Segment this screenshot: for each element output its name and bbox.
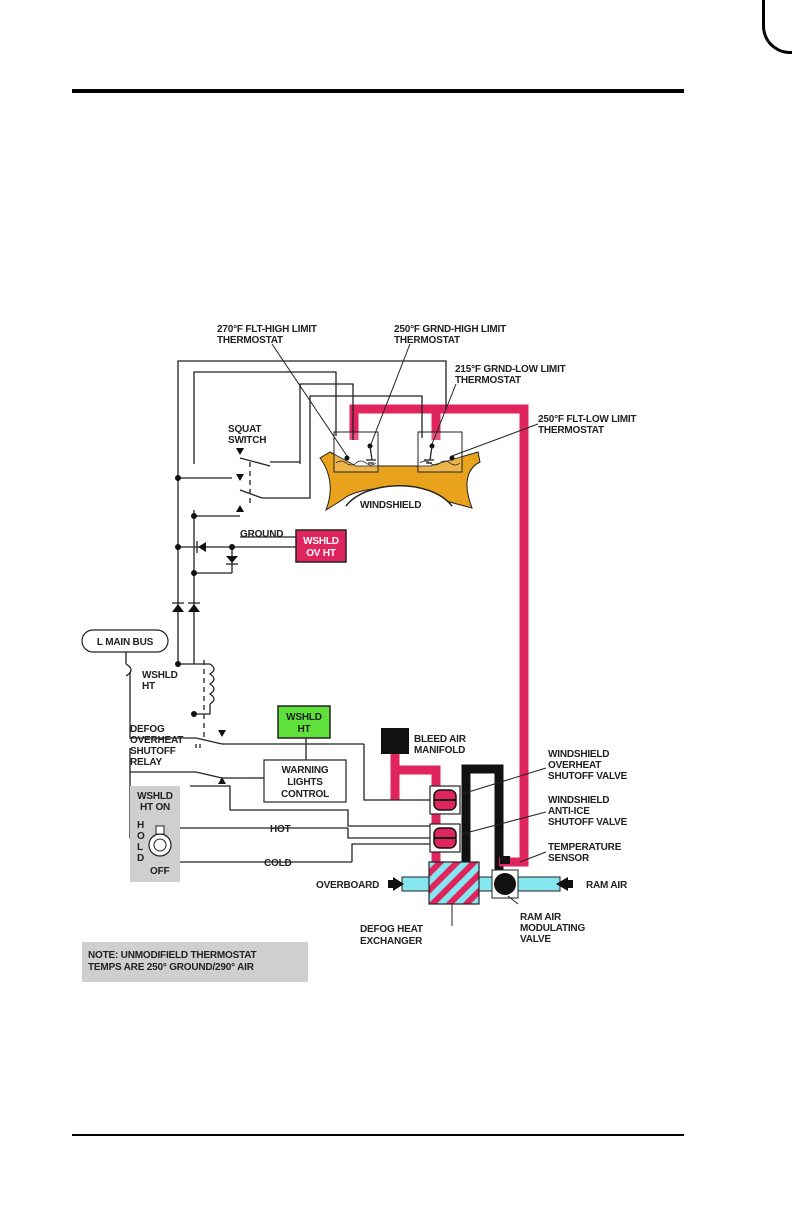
hot-air-duct <box>349 404 529 867</box>
overheat-shutoff-valve <box>429 785 461 815</box>
footer-rule <box>72 1134 684 1136</box>
windshield-label: WINDSHIELD <box>360 500 421 511</box>
bleed-riser-duct <box>390 742 441 864</box>
ram-air-label: RAM AIR <box>586 880 628 891</box>
overboard-label: OVERBOARD <box>316 880 379 891</box>
ram-air-arrow <box>556 877 568 891</box>
cold-label: COLD <box>264 858 292 869</box>
hot-label: HOT <box>270 824 291 835</box>
leader-lines <box>271 343 547 926</box>
bleed-duct <box>461 764 504 878</box>
bleed-air-manifold <box>381 728 409 754</box>
windshield-assembly <box>319 431 481 512</box>
ground-label: GROUND <box>240 529 283 540</box>
control-wiring <box>125 360 447 863</box>
header-rule <box>72 89 684 93</box>
ram-air-duct <box>401 876 561 892</box>
toggle-switch-icon[interactable] <box>148 825 172 857</box>
svg-text:OFF: OFF <box>150 866 169 877</box>
ram-air-modulating-valve <box>491 856 519 899</box>
defog-heat-exchanger <box>428 861 480 905</box>
svg-text:L MAIN BUS: L MAIN BUS <box>97 637 154 648</box>
l-main-bus: L MAIN BUS <box>81 629 169 653</box>
antiice-shutoff-valve <box>429 823 461 853</box>
circuit-breaker-icon <box>125 663 132 677</box>
overboard-arrow <box>393 877 404 891</box>
